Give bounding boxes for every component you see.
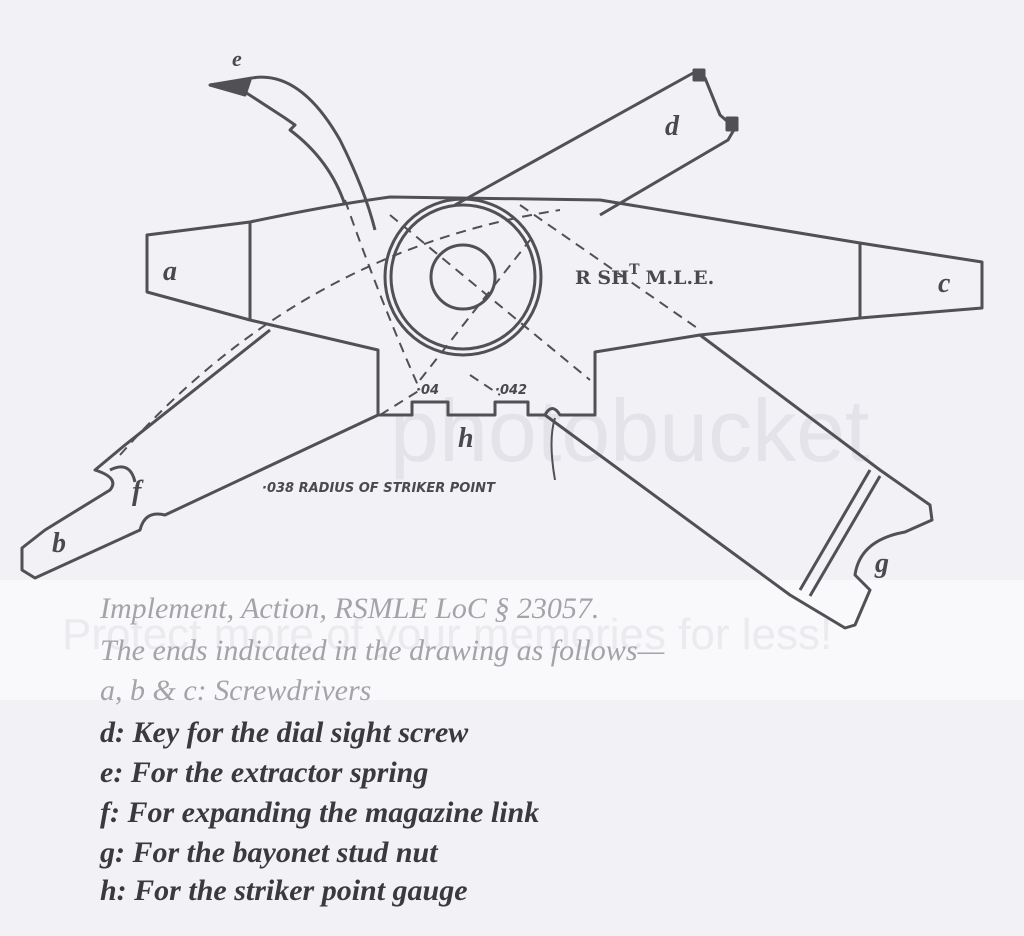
arm-d <box>454 70 737 217</box>
central-hole <box>429 243 497 311</box>
label-b: b <box>52 528 66 559</box>
caption-item: h: For the striker point gauge <box>100 874 468 907</box>
radius-note: ·038 RADIUS OF STRIKER POINT <box>262 481 496 496</box>
caption-intro: The ends indicated in the drawing as fol… <box>100 634 665 667</box>
central-boss <box>383 197 543 357</box>
caption-item: g: For the bayonet stud nut <box>100 836 438 869</box>
main-bar-outline <box>145 195 984 417</box>
arm-b <box>20 328 379 580</box>
label-a: a <box>163 256 177 287</box>
caption-title: Implement, Action, RSMLE LoC § 23057. <box>100 592 600 625</box>
caption-item: a, b & c: Screwdrivers <box>100 674 372 707</box>
arm-e <box>209 75 377 231</box>
caption-band <box>0 580 1024 700</box>
caption-item: d: Key for the dial sight screw <box>100 716 469 749</box>
dimension-042: ·042 <box>495 383 527 398</box>
caption-item: f: For expanding the magazine link <box>100 796 540 829</box>
watermark-slogan: Protect more of your memories for less! <box>62 610 833 659</box>
watermark-brand: photobucket <box>390 381 870 480</box>
caption-item: e: For the extractor spring <box>100 756 429 789</box>
dimension-04: ·04 <box>416 383 439 398</box>
label-c: c <box>938 268 951 299</box>
label-f: f <box>132 476 144 507</box>
label-g: g <box>874 548 889 579</box>
arm-g <box>544 333 934 630</box>
label-h: h <box>458 423 474 454</box>
label-e: e <box>232 46 242 71</box>
label-d: d <box>665 111 680 142</box>
